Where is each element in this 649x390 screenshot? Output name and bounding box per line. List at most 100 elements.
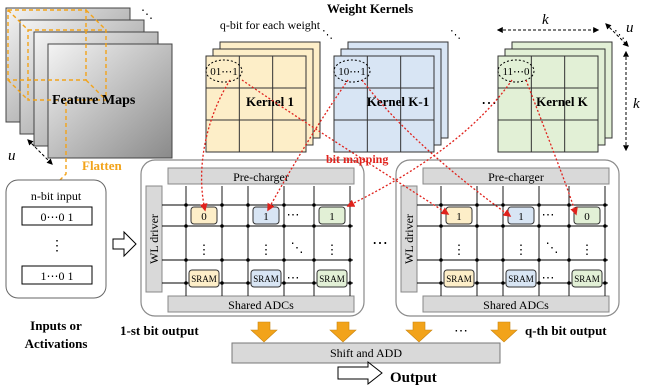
row-hdots: ⋯ — [542, 270, 555, 285]
junction-dot — [439, 258, 443, 262]
column-vdots: ⋮ — [198, 242, 211, 257]
precharger-label: Pre-charger — [233, 170, 289, 184]
wl-driver-label: WL driver — [402, 214, 416, 264]
adc-label: Shared ADCs — [228, 298, 294, 312]
kernel-name: Kernel 1 — [246, 94, 294, 109]
junction-dot — [501, 281, 505, 285]
input-vdots: ⋮ — [50, 239, 64, 254]
row-hdots: ⋯ — [542, 207, 555, 222]
junction-dot — [537, 203, 541, 207]
flatten-arrow — [44, 102, 67, 196]
sram-label: SRAM — [574, 274, 600, 284]
bit-mapping-arrows — [199, 79, 578, 217]
kernel-stack-dots: ⋱ — [450, 29, 461, 41]
junction-dot — [567, 258, 571, 262]
wl-driver-label: WL driver — [147, 214, 161, 264]
map-kk1-bitq — [361, 79, 512, 217]
column-vdots: ⋮ — [326, 242, 339, 257]
feature-u-label: u — [8, 148, 16, 164]
wl-driver-block — [145, 185, 163, 293]
junction-dot — [282, 281, 286, 285]
junction-dot — [220, 258, 224, 262]
column-vdots: ⋮ — [453, 242, 466, 257]
weight-bit-highlight — [497, 59, 535, 83]
junction-dot — [282, 258, 286, 262]
input-first-value: 0⋯0 1 — [41, 210, 74, 224]
junction-dot — [220, 224, 224, 228]
junction-dot — [501, 224, 505, 228]
junction-dot — [537, 281, 541, 285]
diag-dots: ⋱ — [546, 240, 559, 255]
kernel-weight-bits: 11⋯0 — [502, 66, 530, 78]
sram-cell — [188, 269, 220, 288]
wl-driver-block — [400, 185, 418, 293]
junction-dot — [475, 281, 479, 285]
junction-dot — [475, 224, 479, 228]
weight-bit-highlight — [333, 59, 371, 83]
memory-cell — [573, 206, 601, 225]
first-bit-output: 1-st bit output — [120, 323, 199, 338]
cell-bit-value: 1 — [518, 211, 524, 223]
memory-cell — [318, 206, 346, 225]
map-k1-bit0 — [199, 79, 231, 212]
sram-cell — [443, 269, 475, 288]
junction-dot — [537, 224, 541, 228]
sram-cell — [505, 269, 537, 288]
junction-dot — [246, 224, 250, 228]
junction-dot — [439, 281, 443, 285]
kernel-name: Kernel K-1 — [367, 94, 429, 109]
kernel-u-arrow — [605, 23, 629, 47]
map-kk1-bit0 — [267, 79, 349, 212]
junction-dot — [282, 224, 286, 228]
cell-bit-value: 1 — [263, 211, 269, 223]
adc-label: Shared ADCs — [483, 298, 549, 312]
cell-bit-value: 1 — [456, 211, 462, 223]
junction-dot — [220, 203, 224, 207]
junction-dot — [567, 203, 571, 207]
qbit-label: q-bit for each weight — [220, 18, 321, 32]
inputs-caption-line1: Inputs or — [30, 318, 82, 333]
nbit-input-label: n-bit input — [31, 189, 82, 203]
qth-bit-output: q-th bit output — [525, 323, 607, 338]
output-label: Output — [390, 370, 437, 386]
cell-bit-value: 0 — [584, 211, 590, 223]
flatten-selection — [7, 9, 107, 101]
junction-dot — [475, 258, 479, 262]
junction-dot — [312, 281, 316, 285]
junction-dot — [246, 258, 250, 262]
junction-dot — [567, 224, 571, 228]
diag-dots: ⋱ — [291, 240, 304, 255]
cell-bit-value: 0 — [201, 211, 207, 223]
kernel-ellipsis: ⋯ — [481, 95, 497, 112]
kernel-stack-dots: ⋱ — [322, 29, 333, 41]
kernel-stack-dots: ⋱ — [614, 29, 625, 41]
junction-dot — [567, 281, 571, 285]
weight-kernels-title: Weight Kernels — [327, 1, 413, 16]
junction-dot — [537, 258, 541, 262]
array-ellipsis: ⋯ — [372, 235, 388, 252]
input-last-value: 1⋯0 1 — [41, 269, 74, 283]
input-vector-first — [21, 206, 93, 226]
kernel-u-label: u — [626, 20, 634, 36]
junction-dot — [312, 224, 316, 228]
cell-bit-value: 1 — [329, 211, 335, 223]
sram-cell — [316, 269, 348, 288]
junction-dot — [184, 258, 188, 262]
adc-block — [422, 295, 610, 313]
kernel-front-layer — [497, 55, 599, 153]
kernel-front-layer — [205, 55, 307, 153]
junction-dot — [603, 203, 607, 207]
column-vdots: ⋮ — [515, 242, 528, 257]
k-side-label: k — [633, 96, 640, 112]
junction-dot — [603, 224, 607, 228]
bit-mapping-label: bit mapping — [326, 152, 388, 166]
bit-output-arrows — [250, 321, 518, 343]
shift-add-label: Shift and ADD — [330, 346, 402, 360]
sram-cell — [571, 269, 603, 288]
